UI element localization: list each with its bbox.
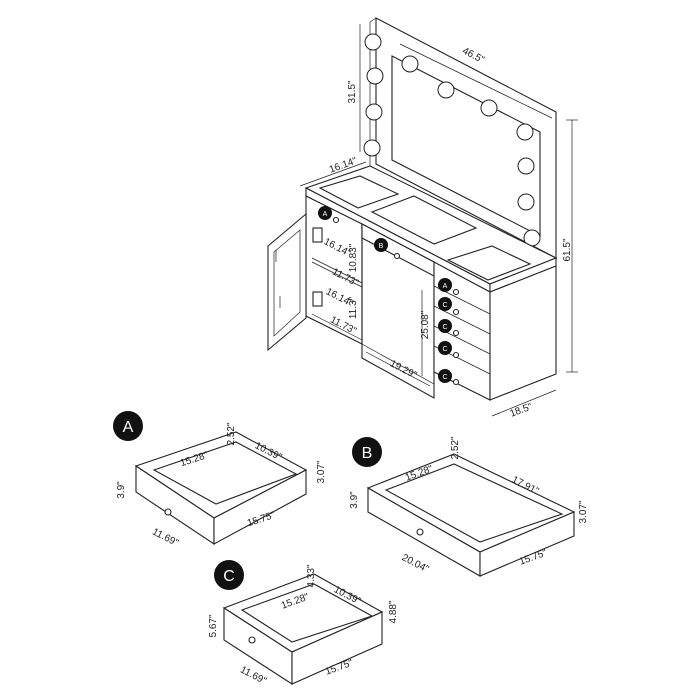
drawer-a-badge — [113, 411, 143, 441]
vanity-badge-label: C — [442, 346, 447, 353]
vanity-badge-label: B — [379, 243, 384, 250]
drawer-c-front-width: 11.69" — [238, 665, 268, 688]
drawer-c-diagram: C 15.28" 10.39" 4.33" 4.88" 5.67" 11.69"… — [208, 560, 399, 687]
bulb-icon — [517, 193, 535, 211]
knob-icon — [164, 508, 172, 516]
knob-icon — [248, 636, 256, 644]
bulb-icon — [365, 103, 383, 121]
drawer-a-front-width: 11.69" — [150, 527, 180, 550]
knob-icon — [452, 378, 460, 386]
vanity-assembly: A B A C C C C 46.5" 31.5" — [267, 17, 578, 420]
bulb-icon — [401, 55, 419, 73]
drawer-b-badge — [352, 437, 382, 467]
knob-icon — [332, 216, 340, 224]
left-cabinet-door — [267, 212, 307, 352]
dim-base-depth: 18.5" — [508, 401, 534, 419]
drawer-a-outer-height: 3.07" — [316, 460, 327, 483]
dim-total-height: 61.5" — [562, 238, 573, 261]
vanity-bulbs — [363, 33, 541, 247]
drawer-a-front-height: 3.9" — [116, 481, 127, 499]
bulb-icon — [364, 33, 382, 51]
knob-icon — [416, 528, 424, 536]
drawer-b-badge-label: B — [362, 445, 373, 462]
drawer-a-badge-label: A — [123, 419, 134, 436]
vanity-badge-label: A — [443, 283, 448, 290]
drawer-b-diagram: B 15.28" 17.91" 2.52" 3.07" 3.9" 20.04" … — [349, 436, 589, 577]
dim-cabinet-shelf-2: 11.3" — [348, 296, 359, 319]
vanity-badge-label: C — [442, 374, 447, 381]
bulb-icon — [437, 81, 455, 99]
drawer-b-inner-height: 2.52" — [450, 436, 461, 459]
bulb-icon — [366, 67, 384, 85]
dim-knee-width: 19.29" — [388, 358, 419, 381]
drawer-a-diagram: A 15.28" 10.39" 2.52" 3.07" 3.9" 11.69" … — [113, 411, 327, 549]
knob-icon — [452, 351, 460, 359]
vanity-knobs — [332, 216, 460, 386]
vanity-badge-label: C — [442, 324, 447, 331]
drawer-c-badge-label: C — [223, 568, 235, 585]
hinge-icon — [312, 291, 323, 307]
vanity-badge-label: A — [323, 211, 328, 218]
drawer-a-inner-height: 2.52" — [226, 422, 237, 445]
bulb-icon — [363, 139, 381, 157]
knob-icon — [393, 252, 401, 260]
drawer-c-outer-height: 4.88" — [388, 600, 399, 623]
drawer-b-front-height: 3.9" — [349, 491, 360, 509]
dim-mirror-height: 31.5" — [347, 80, 358, 103]
drawer-c-front-height: 5.67" — [208, 614, 219, 637]
knob-icon — [452, 329, 460, 337]
top-tray-right — [446, 245, 532, 281]
bulb-icon — [517, 157, 535, 175]
dim-knee-height: 25.08" — [420, 310, 431, 339]
vanity-badge-label: C — [442, 302, 447, 309]
drawer-b-front-width: 20.04" — [400, 552, 431, 575]
hinge-icon — [312, 227, 323, 243]
drawer-c-badge — [214, 560, 244, 590]
vanity-drawer-badges: A B A C C C C — [318, 206, 452, 383]
top-tray-left — [318, 175, 400, 209]
bulb-icon — [516, 123, 534, 141]
knob-icon — [452, 308, 460, 316]
top-tray-center — [370, 195, 478, 245]
knob-icon — [452, 288, 460, 296]
bulb-icon — [480, 99, 498, 117]
drawer-c-inner-height: 4.33" — [306, 564, 317, 587]
dim-cabinet-shelf-1: 10.83" — [348, 243, 359, 272]
dim-mirror-width: 46.5" — [460, 46, 486, 66]
drawer-b-outer-height: 3.07" — [578, 500, 589, 523]
